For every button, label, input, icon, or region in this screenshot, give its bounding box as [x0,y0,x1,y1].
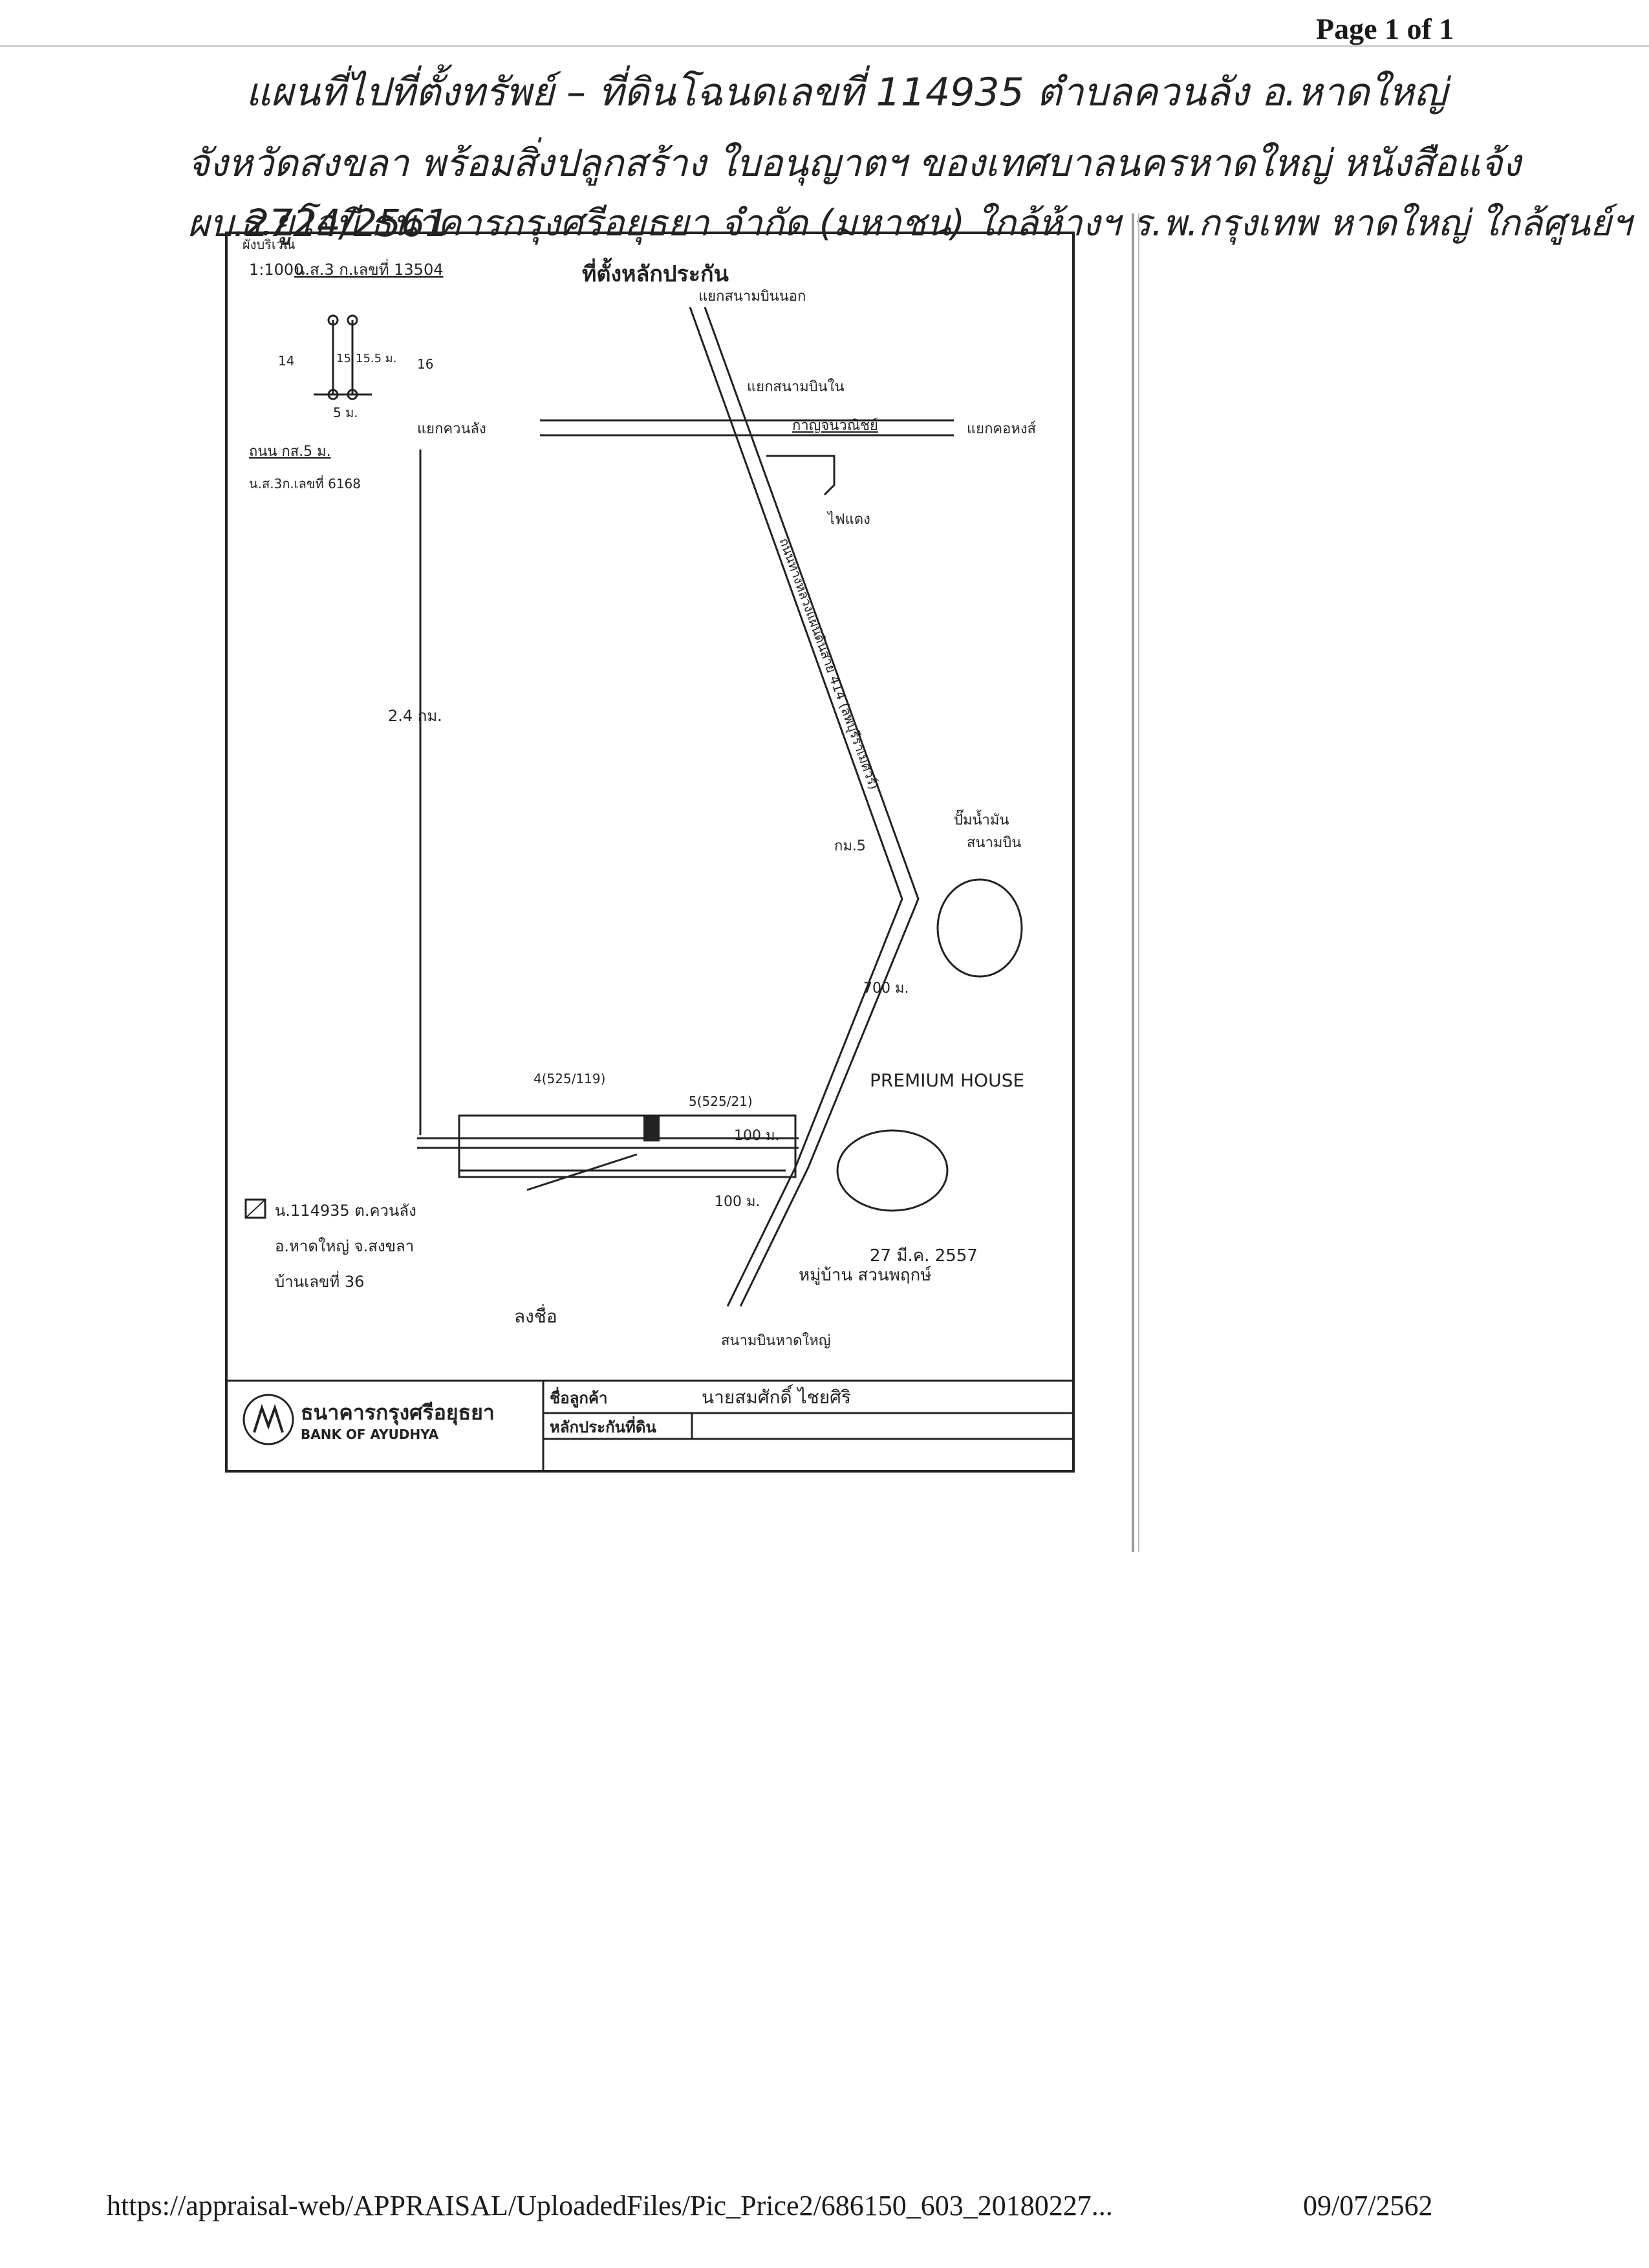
khok-wao-junction: แยกคอหงส์ [967,421,1037,437]
lot-depth: 15.5 ม. [356,352,396,365]
handwritten-line-3: ธ.ยูโอบี ธนาคารกรุงศรีอยุธยา จำกัด (มหาช… [239,202,1632,244]
kanchanavanit-label: กาญจนวณิชย์ [792,418,878,434]
upper-cross-road [540,419,954,437]
print-date: 09/07/2562 [1303,2190,1433,2221]
airport-road-label: สนามบิน [967,835,1021,851]
bank-thai-name: ธนาคารกรุงศรีอยุธยา [301,1400,495,1426]
traffic-light-line [766,455,835,496]
gas-station-label: ปั๊มน้ำมัน [954,809,1009,828]
pointer-arrow [526,1153,638,1191]
distance-700: 700 ม. [863,980,909,997]
collateral-plot-marker [643,1116,660,1141]
lot-number-15: 15 [336,352,351,365]
right-margin-rule-2 [1138,213,1139,1552]
khuan-lang-junction: แยกควนลัง [417,421,486,437]
lot-diagram [314,314,372,400]
main-highway [689,307,920,1307]
lot-number-16: 16 [417,356,433,372]
deed-reference: น.ส.3 ก.เลขที่ 13504 [294,259,443,279]
house-a-label: 4(525/119) [534,1071,605,1086]
handwritten-line-2: จังหวัดสงขลา พร้อมสิ่งปลูกสร้าง ใบอนุญาต… [188,141,1521,245]
soi-deed: น.ส.3ก.เลขที่ 6168 [249,475,361,491]
legend-house-no: บ้านเลขที่ 36 [275,1271,364,1291]
house-b-label: 5(525/21) [689,1094,753,1109]
lower-soi-road [417,1114,799,1178]
gas-station-oval [936,878,1023,978]
customer-value: นายสมศักดิ์ ไชยศิริ [702,1384,851,1408]
date-label: 27 มี.ค. 2557 [870,1246,978,1266]
customer-label: ชื่อลูกค้า [550,1387,607,1408]
map-frame [225,232,1075,1473]
traffic-light-label: ไฟแดง [826,511,870,528]
legend-swatch [244,1198,266,1219]
location-map: ผังบริเวณ 1:1000 น.ส.3 ก.เลขที่ 13504 ที… [225,232,1075,1473]
lot-number-14: 14 [278,353,294,369]
map-title: ที่ตั้งหลักประกัน [582,257,729,287]
bank-english-name: BANK OF AYUDHYA [301,1427,439,1442]
legend-deed: น.114935 ต.ควนลัง [275,1202,416,1220]
handwritten-line-1: แผนที่ไปที่ตั้งทรัพย์ – ที่ดินโฉนดเลขที่… [246,70,1447,115]
source-url: https://appraisal-web/APPRAISAL/Uploaded… [107,2190,1113,2221]
left-distance-label: 2.4 กม. [388,707,442,725]
premium-house-oval [836,1129,949,1212]
distance-100a: 100 ม. [734,1128,779,1144]
premium-house-label: PREMIUM HOUSE [870,1070,1024,1091]
scale-label: 1:1000 [249,261,303,279]
hatyai-airport-label: สนามบินหาดใหญ่ [721,1332,830,1349]
airport-junction-out: แยกสนามบินนอก [698,288,806,305]
airport-junction-in: แยกสนามบินใน [747,378,845,395]
signature: ลงชื่อ [514,1304,557,1327]
lot-width: 5 ม. [333,405,358,420]
top-divider [0,45,1649,47]
soi-label: ถนน กส.5 ม. [249,444,331,460]
form-block [226,1379,1073,1471]
collateral-label: หลักประกันที่ดิน [550,1416,656,1436]
village-label: หมู่บ้าน สวนพฤกษ์ [799,1266,932,1285]
legend-district: อ.หาดใหญ่ จ.สงขลา [275,1237,414,1255]
page-counter: Page 1 of 1 [1316,12,1454,45]
corner-tag: ผังบริเวณ [242,237,296,252]
right-margin-rule [1132,213,1134,1552]
distance-100b: 100 ม. [715,1194,760,1210]
km-marker: กม.5 [834,838,866,854]
bank-logo-icon [242,1394,294,1445]
highway-label: ถนนทางหลวงแผ่นดินสาย 414 (ลพบุรีราเมศวร์… [775,536,881,792]
